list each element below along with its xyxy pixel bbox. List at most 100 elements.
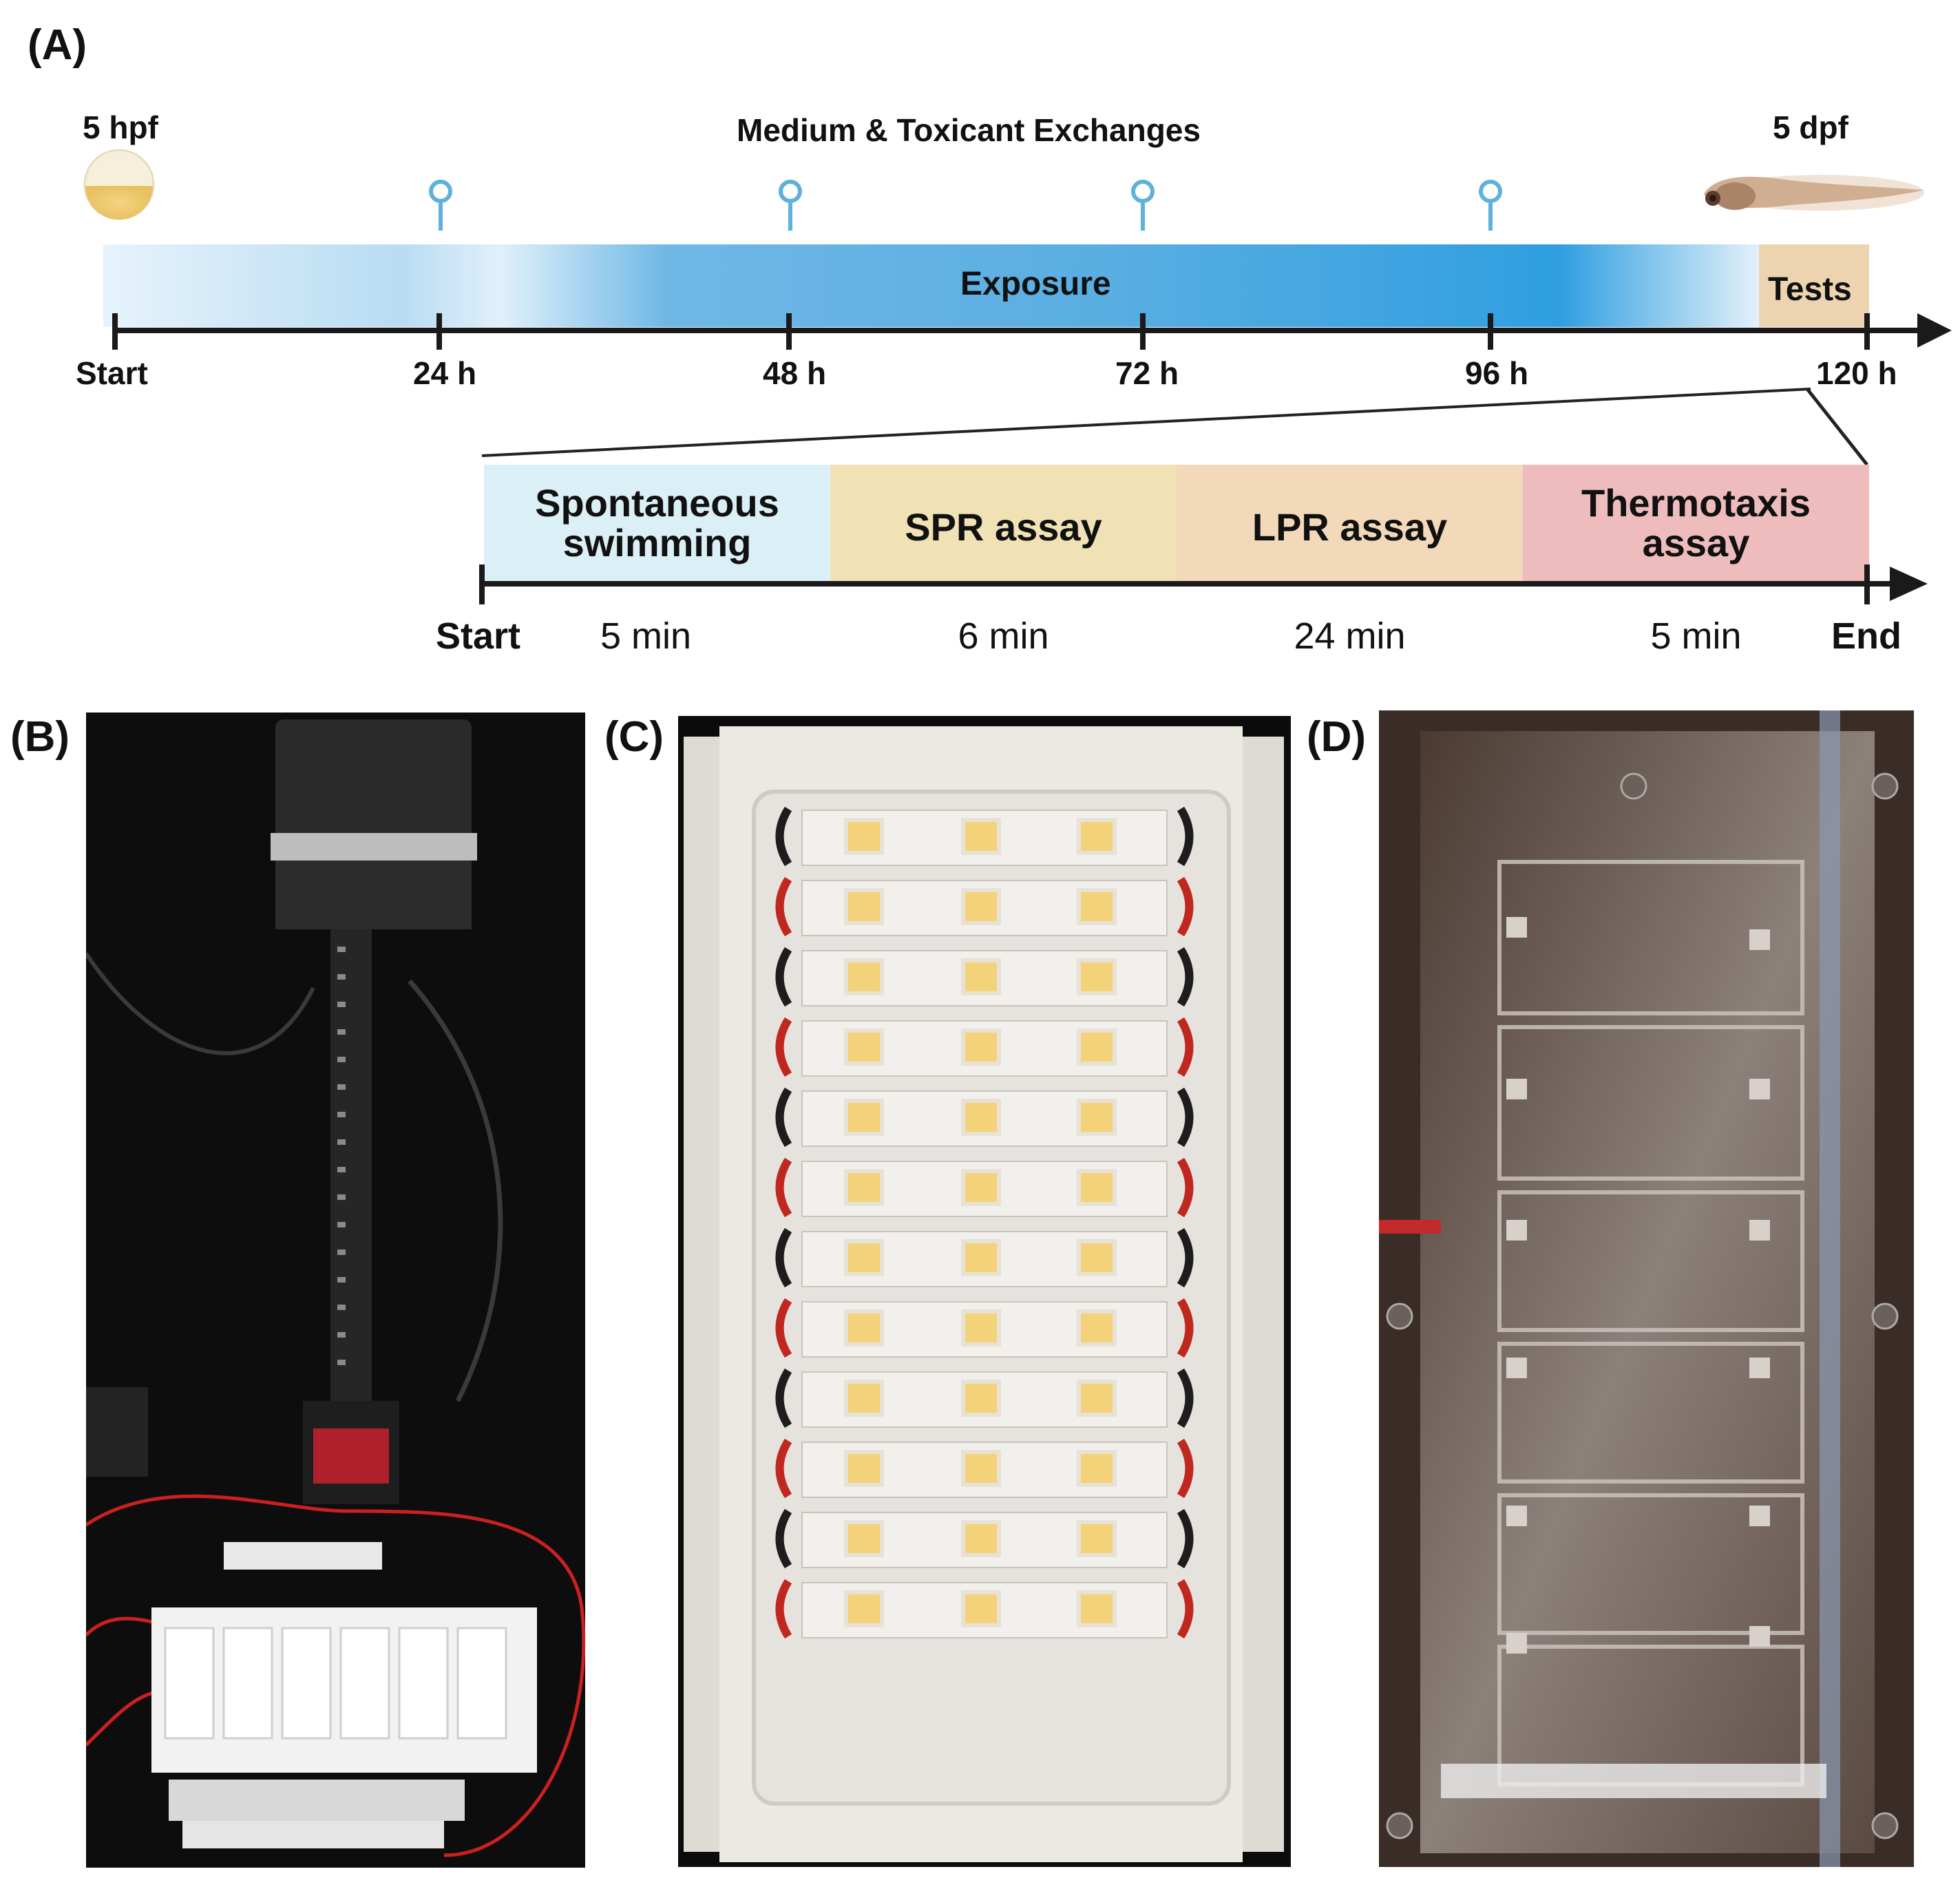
led-icon — [844, 888, 884, 925]
wire — [1177, 1579, 1194, 1639]
led-icon — [1077, 1450, 1117, 1487]
wire — [1177, 1508, 1194, 1569]
duration-lpr: 24 min — [1294, 615, 1406, 657]
duration-thermotaxis: 5 min — [1650, 615, 1742, 657]
led-icon — [1077, 1028, 1117, 1066]
exchange-pin-48h-icon — [779, 180, 802, 231]
led-icon — [844, 1239, 884, 1276]
phase-label-line1: Spontaneous — [535, 481, 779, 525]
panel-b-photo — [86, 713, 585, 1868]
panel-c-photo — [678, 716, 1291, 1867]
exchange-pin-24h-icon — [429, 180, 452, 231]
tests-band — [1759, 244, 1869, 327]
exposure-label: Exposure — [960, 266, 1111, 302]
wire — [1177, 1298, 1194, 1358]
led-icon — [961, 1309, 1001, 1347]
led-icon — [961, 1520, 1001, 1557]
led-icon — [961, 1028, 1001, 1066]
panel-b-label: (B) — [10, 713, 70, 761]
led-icon — [961, 1169, 1001, 1206]
wire — [1177, 1368, 1194, 1428]
led-icon — [961, 888, 1001, 925]
phase-block-lpr — [1177, 465, 1523, 582]
tick-label-24h: 24 h — [413, 355, 477, 391]
main-time-axis — [112, 313, 1921, 350]
wire — [775, 1438, 792, 1499]
led-icon — [844, 1099, 884, 1136]
phase-block-spontaneous — [484, 465, 830, 582]
test-time-axis — [479, 565, 1893, 604]
led-icon — [1077, 1309, 1117, 1347]
led-icon — [844, 1380, 884, 1417]
panel-a-label: (A) — [28, 21, 87, 69]
led-icon — [1077, 1380, 1117, 1417]
panel-a-timeline — [83, 149, 1952, 604]
phase-label-thermotaxis: Thermotaxis assay — [1523, 483, 1869, 563]
camera-rig-illustration — [86, 713, 585, 1868]
phase-label-lpr: LPR assay — [1252, 505, 1448, 549]
wire — [775, 1368, 792, 1428]
led-icon — [1077, 1590, 1117, 1627]
phase-label-spontaneous: Spontaneous swimming — [484, 483, 830, 563]
wire — [1177, 1157, 1194, 1218]
tick-label-96h: 96 h — [1465, 355, 1529, 391]
led-icon — [844, 1309, 884, 1347]
end-stage-label: 5 dpf — [1773, 109, 1848, 145]
tick-label-start: Start — [76, 355, 148, 391]
wire — [1177, 1087, 1194, 1148]
led-array-illustration — [678, 716, 1291, 1867]
test-start-label: Start — [436, 615, 521, 657]
tick-label-72h: 72 h — [1115, 355, 1179, 391]
phase-block-spr — [830, 465, 1177, 582]
led-icon — [844, 1520, 884, 1557]
led-icon — [844, 818, 884, 855]
test-axis-arrowhead — [1890, 567, 1928, 601]
wire — [1177, 1227, 1194, 1288]
wire — [775, 1017, 792, 1077]
phase-block-thermotaxis — [1523, 465, 1869, 582]
led-icon — [961, 1380, 1001, 1417]
wire — [775, 1087, 792, 1148]
led-icon — [1077, 1099, 1117, 1136]
zoom-line-left — [481, 388, 1811, 457]
led-icon — [1077, 818, 1117, 855]
exposure-band — [103, 244, 1759, 327]
led-icon — [961, 958, 1001, 995]
led-icon — [961, 1099, 1001, 1136]
tick-label-120h: 120 h — [1816, 355, 1897, 391]
wire — [775, 1508, 792, 1569]
phase-label-line1: Thermotaxis — [1581, 481, 1811, 525]
wire — [1177, 947, 1194, 1007]
phase-label-line2: assay — [1642, 521, 1750, 565]
wire — [1177, 1438, 1194, 1499]
led-icon — [844, 1028, 884, 1066]
exchanges-title: Medium & Toxicant Exchanges — [737, 112, 1201, 148]
exchange-pin-72h-icon — [1131, 180, 1155, 231]
wire — [775, 1579, 792, 1639]
zoom-line-right — [1806, 388, 1868, 466]
wire — [775, 1298, 792, 1358]
tick-label-48h: 48 h — [763, 355, 827, 391]
wire — [775, 1227, 792, 1288]
led-icon — [961, 1590, 1001, 1627]
embryo-egg-icon — [83, 149, 155, 220]
wire — [1177, 1017, 1194, 1077]
test-end-label: End — [1831, 615, 1901, 657]
led-icon — [844, 958, 884, 995]
led-icon — [961, 1450, 1001, 1487]
wire — [1177, 876, 1194, 937]
led-icon — [844, 1450, 884, 1487]
led-icon — [844, 1169, 884, 1206]
tests-label: Tests — [1768, 271, 1852, 308]
led-icon — [961, 1239, 1001, 1276]
led-icon — [1077, 1239, 1117, 1276]
zebrafish-larva-icon — [1704, 175, 1924, 211]
phase-label-line2: swimming — [562, 521, 752, 565]
main-axis-arrowhead — [1917, 313, 1952, 348]
phase-label-spr: SPR assay — [905, 505, 1102, 549]
wire — [775, 876, 792, 937]
wire — [775, 806, 792, 867]
led-icon — [1077, 1520, 1117, 1557]
panel-d-photo — [1379, 710, 1914, 1867]
led-icon — [844, 1590, 884, 1627]
